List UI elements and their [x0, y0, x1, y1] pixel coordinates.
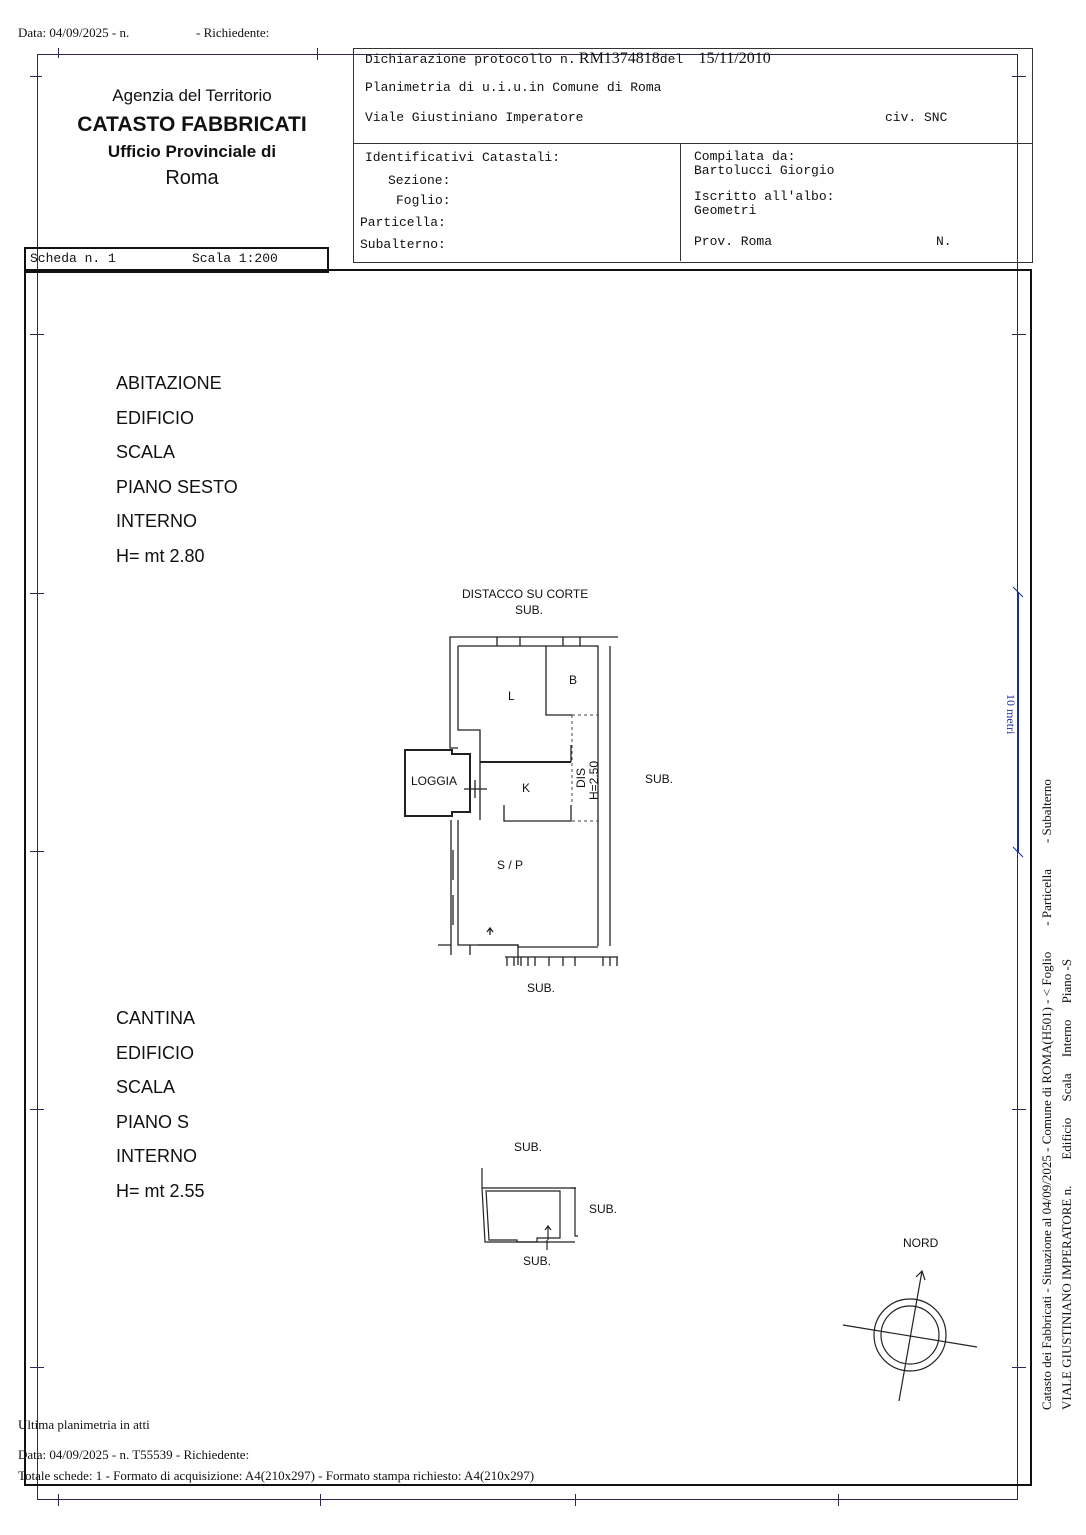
address: Viale Giustiniano Imperatore [365, 110, 584, 125]
sub-label: SUB. [523, 1254, 552, 1268]
cantina-line: H= mt 2.55 [116, 1180, 205, 1201]
room-sp: S / P [497, 858, 524, 872]
cantina-line: EDIFICIO [116, 1042, 195, 1063]
cantina-line: CANTINA [116, 1008, 196, 1028]
compilata-label: Compilata da: [694, 149, 796, 164]
distacco-label: DISTACCO SU CORTE [462, 587, 589, 601]
abitazione-info: ABITAZIONE EDIFICIO SCALA PIANO SESTO IN… [116, 366, 238, 573]
room-k: K [522, 781, 531, 795]
side-caption: Catasto dei Fabbricati - Situazione al 0… [1037, 779, 1077, 1410]
ufficio: Ufficio Provinciale di [107, 142, 277, 161]
abitazione-line: ABITAZIONE [116, 373, 222, 393]
sub-label: SUB. [515, 603, 544, 617]
drawing-frame [24, 269, 1032, 1486]
albo-label: Iscritto all'albo: [694, 189, 835, 204]
abitazione-line: EDIFICIO [116, 407, 195, 428]
compass-label: NORD [903, 1236, 939, 1250]
city: Roma [165, 167, 219, 189]
room-b: B [569, 673, 578, 687]
sub-label: SUB. [527, 981, 556, 995]
cantina-info: CANTINA EDIFICIO SCALA PIANO S INTERNO H… [116, 1001, 205, 1208]
n-label: N. [936, 234, 952, 249]
protocol-label: Dichiarazione protocollo n. [365, 52, 576, 67]
prov: Prov. Roma [694, 234, 773, 249]
particella-label: Particella: [360, 215, 446, 230]
sub-label: SUB. [514, 1140, 543, 1154]
footer-data: Data: 04/09/2025 - n. T55539 - Richieden… [18, 1447, 250, 1462]
scheda-label: Scheda n. 1 [30, 251, 116, 266]
cantina-line: PIANO S [116, 1111, 190, 1132]
del-label: del [659, 52, 684, 67]
catasto-fabbricati: CATASTO FABBRICATI [77, 113, 307, 136]
identificativi-title: Identificativi Catastali: [365, 150, 561, 165]
scheda-box [24, 247, 329, 273]
abitazione-line: INTERNO [116, 511, 197, 531]
abitazione-line: SCALA [116, 442, 176, 462]
subalterno-label: Subalterno: [360, 237, 446, 252]
compilata-name: Bartolucci Giorgio [694, 163, 835, 178]
frame-top [37, 54, 1017, 55]
civ: civ. SNC [885, 110, 948, 125]
protocol-number: RM1374818 [578, 50, 660, 67]
planimetria: Planimetria di u.i.u.in Comune di Roma [365, 80, 662, 95]
scale-bar [1012, 586, 1024, 858]
abitazione-line: H= mt 2.80 [116, 545, 205, 566]
frame-left [37, 54, 38, 1500]
header-richiedente: - Richiedente: [196, 25, 270, 40]
scale-bar-label: 10 metri [1004, 694, 1018, 735]
cantina-line: SCALA [116, 1077, 176, 1097]
footer-ultima: Ultima planimetria in atti [18, 1417, 150, 1432]
abitazione-line: PIANO SESTO [116, 476, 238, 497]
cantina-line: INTERNO [116, 1146, 197, 1166]
room-loggia: LOGGIA [411, 774, 458, 788]
compass-icon [842, 1269, 978, 1402]
albo-value: Geometri [694, 203, 757, 218]
sub-label: SUB. [645, 772, 674, 786]
sezione-label: Sezione: [388, 173, 451, 188]
scala-label: Scala 1:200 [192, 251, 278, 266]
protocol-date: 15/11/2010 [698, 50, 771, 67]
agency-name: Agenzia del Territorio [112, 86, 272, 105]
frame-bottom [37, 1499, 1017, 1500]
sub-label: SUB. [589, 1202, 618, 1216]
footer-totale: Totale schede: 1 - Formato di acquisizio… [18, 1468, 535, 1483]
header-box [353, 48, 1033, 263]
side-caption-line1: Catasto dei Fabbricati - Situazione al 0… [1039, 779, 1054, 1410]
side-caption-line2: VIALE GIUSTINIANO IMPERATORE n. Edificio… [1059, 958, 1074, 1410]
room-l: L [508, 689, 515, 703]
room-height: H=2.50 [587, 760, 601, 800]
room-dis: DIS [574, 767, 588, 788]
header-data: Data: 04/09/2025 - n. [18, 25, 130, 40]
foglio-label: Foglio: [396, 193, 451, 208]
